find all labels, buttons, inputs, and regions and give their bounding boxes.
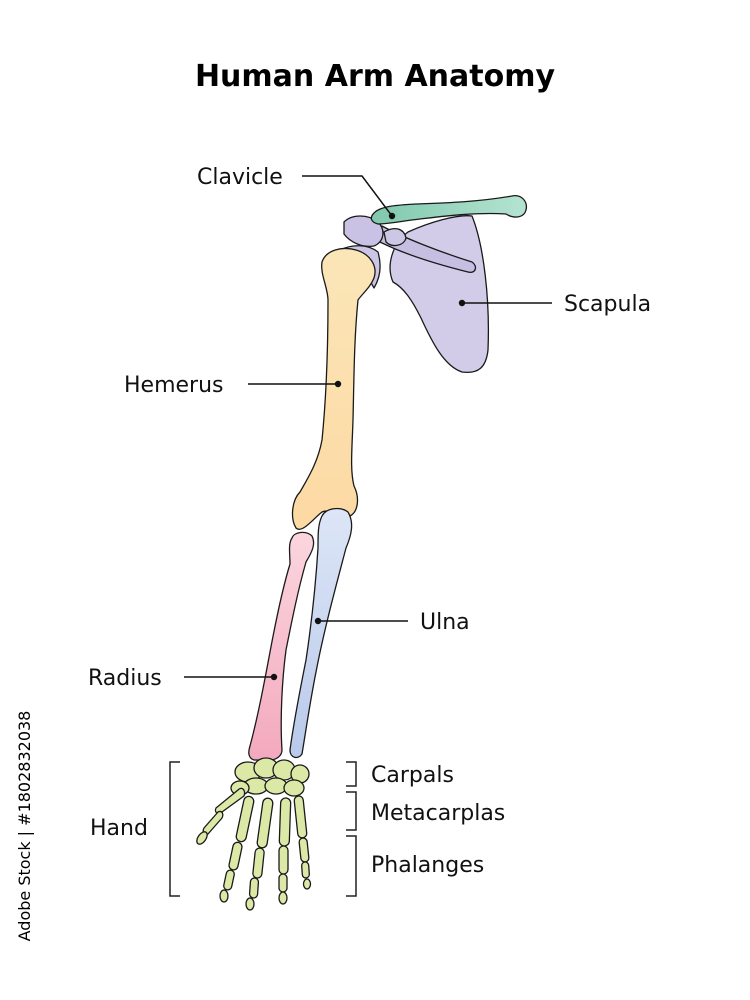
label-hand: Hand — [90, 816, 148, 841]
label-phalanges: Phalanges — [371, 853, 484, 878]
ulna-bone — [289, 507, 353, 759]
label-humerus: Hemerus — [124, 373, 224, 398]
diagram-title: Human Arm Anatomy — [195, 59, 556, 94]
radius-bone — [248, 531, 315, 761]
label-scapula: Scapula — [564, 292, 651, 317]
humerus-bone — [291, 247, 376, 530]
label-carpals: Carpals — [371, 763, 454, 788]
label-radius: Radius — [88, 666, 162, 691]
brackets — [169, 761, 357, 897]
label-metacarpals: Metacarplas — [371, 801, 505, 826]
label-ulna: Ulna — [420, 610, 470, 635]
watermark-text: Adobe Stock | #1802832038 — [15, 711, 34, 942]
label-clavicle: Clavicle — [197, 165, 283, 190]
clavicle-bone — [370, 195, 528, 225]
leader-lines — [184, 175, 552, 681]
hand-bones — [196, 757, 312, 911]
